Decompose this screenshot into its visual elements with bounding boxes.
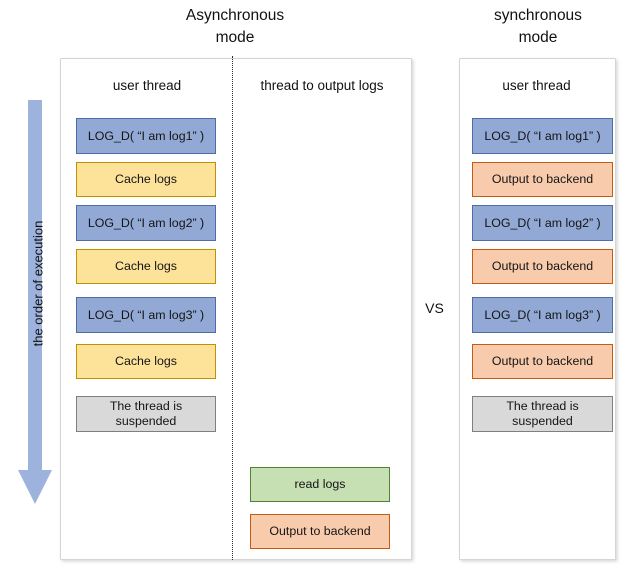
vs-label: VS [425,300,444,316]
async-step-read-logs[interactable]: read logs [250,467,390,502]
async-step-cache-logs-1[interactable]: Cache logs [76,162,216,197]
sync-step-log-d-3[interactable]: LOG_D( “I am log3” ) [472,297,613,333]
column-header-user-thread-async: user thread [112,78,182,93]
column-header-user-thread-sync: user thread [502,78,571,93]
sync-step-output-to-backend-2[interactable]: Output to backend [472,249,613,284]
sync-step-thread-suspended[interactable]: The thread is suspended [472,396,613,432]
sync-mode-title: synchronous mode [494,7,582,46]
async-step-log-d-2[interactable]: LOG_D( “I am log2” ) [76,205,216,241]
sync-step-output-to-backend-3[interactable]: Output to backend [472,344,613,379]
async-step-cache-logs-3[interactable]: Cache logs [76,344,216,379]
sync-step-output-to-backend-1[interactable]: Output to backend [472,162,613,197]
async-step-thread-suspended[interactable]: The thread is suspended [76,396,216,432]
async-step-cache-logs-2[interactable]: Cache logs [76,249,216,284]
async-step-output-to-backend[interactable]: Output to backend [250,514,390,549]
sync-step-log-d-2[interactable]: LOG_D( “I am log2” ) [472,205,613,241]
column-header-output-logs-thread: thread to output logs [260,78,384,93]
async-step-log-d-1[interactable]: LOG_D( “I am log1” ) [76,118,216,154]
async-step-log-d-3[interactable]: LOG_D( “I am log3” ) [76,297,216,333]
execution-order-arrow: the order of execution [14,100,56,508]
sync-step-log-d-1[interactable]: LOG_D( “I am log1” ) [472,118,613,154]
down-arrow-icon [18,100,52,504]
async-column-divider [232,56,233,560]
async-mode-title: Asynchronous mode [185,7,285,46]
execution-order-label: the order of execution [30,220,46,347]
